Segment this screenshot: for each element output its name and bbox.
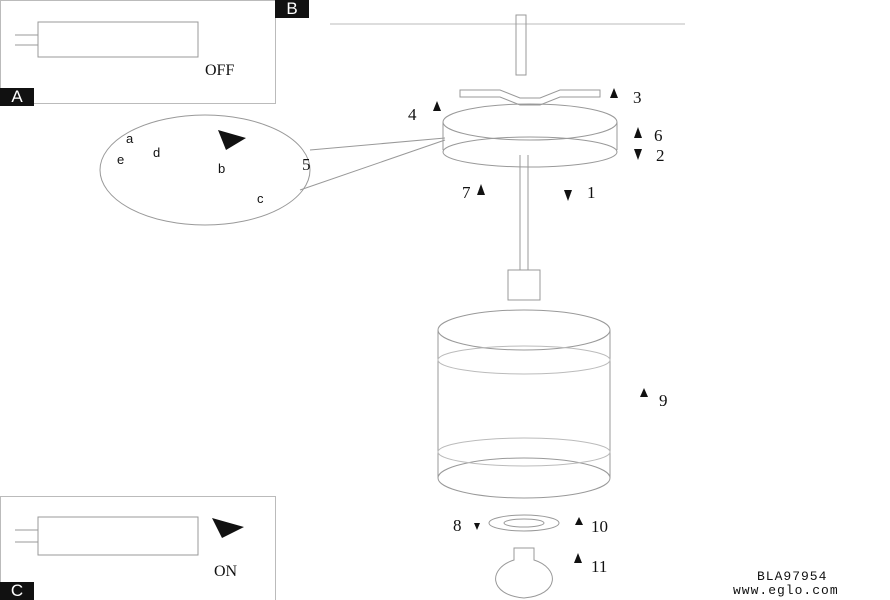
panel-c-breaker-on — [0, 496, 276, 600]
breaker-c-icon — [37, 516, 199, 556]
website: www.eglo.com — [733, 583, 839, 598]
step-7: 7 — [462, 183, 471, 202]
detail-label-e: e — [117, 152, 125, 167]
step-10: 10 — [591, 517, 608, 536]
step-2: 2 — [656, 146, 665, 165]
step-5: 5 — [302, 155, 311, 174]
panel-a-breaker-off — [0, 0, 276, 104]
panel-b-badge: B — [275, 0, 309, 18]
step-11: 11 — [591, 557, 608, 576]
step-3: 3 — [633, 88, 642, 107]
step-6: 6 — [654, 126, 663, 145]
detail-label-a: a — [126, 131, 134, 146]
off-caption: OFF — [205, 62, 235, 79]
step-4: 4 — [408, 105, 417, 124]
on-caption: ON — [214, 563, 238, 580]
arrows — [212, 88, 648, 563]
step-8: 8 — [453, 516, 462, 535]
detail-label-b: b — [218, 161, 226, 176]
detail-label-d: d — [153, 145, 161, 160]
step-9: 9 — [659, 391, 668, 410]
detail-label-c: c — [257, 191, 264, 206]
step-1: 1 — [587, 183, 596, 202]
panel-a-badge: A — [0, 88, 34, 106]
light-bulb-icon — [495, 547, 553, 599]
product-code: BLA97954 — [757, 569, 828, 584]
panel-c-badge: C — [0, 582, 34, 600]
breaker-a-icon — [37, 21, 199, 58]
wiring-detail-circle — [99, 114, 311, 226]
